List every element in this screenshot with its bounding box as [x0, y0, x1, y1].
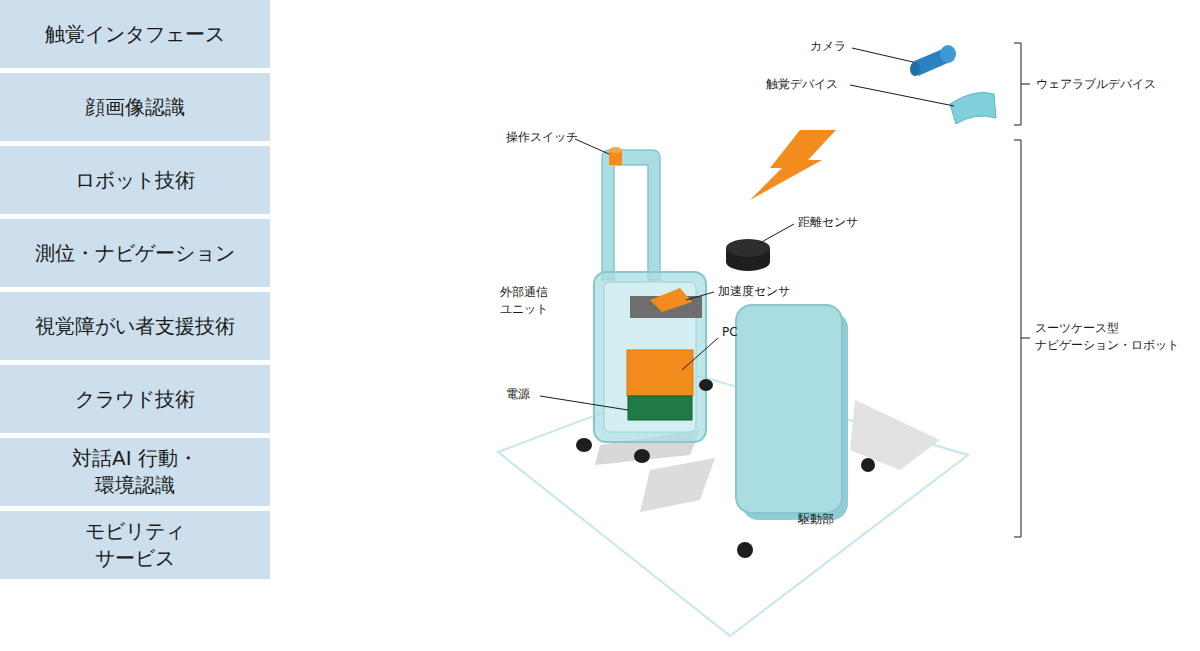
technology-box: 触覚インタフェース: [0, 0, 270, 68]
box-label: モビリティ サービス: [75, 518, 195, 572]
box-label: 触覚インタフェース: [45, 21, 225, 48]
box-label: クラウド技術: [75, 386, 195, 413]
part-label: ウェアラブルデバイス: [1036, 76, 1156, 93]
part-label: 触覚デバイス: [766, 76, 838, 93]
box-label: 測位・ナビゲーション: [35, 240, 235, 267]
leader-line: [540, 396, 628, 410]
drive-unit: [736, 305, 842, 513]
part-label: 駆動部: [798, 511, 834, 528]
wheel: [861, 458, 875, 472]
part-label: 加速度センサ: [718, 283, 790, 300]
technology-box: 視覚障がい者支援技術: [0, 292, 270, 360]
box-label: 対話AI 行動・環境認識: [60, 445, 210, 499]
shadow: [850, 400, 940, 470]
part-label: 操作スイッチ: [506, 129, 578, 146]
floor-plane: [498, 376, 968, 636]
box-label: 顔画像認識: [85, 94, 185, 121]
bracket: [1014, 43, 1030, 125]
part-label: 距離センサ: [798, 214, 858, 231]
technology-box: モビリティ サービス: [0, 511, 270, 579]
technology-box: クラウド技術: [0, 365, 270, 433]
camera: [910, 62, 920, 76]
accelerometer: [650, 288, 692, 312]
box-label: ロボット技術: [75, 167, 195, 194]
haptic-device: [950, 92, 996, 124]
part-label: PC: [722, 324, 738, 341]
box-label: 視覚障がい者支援技術: [35, 313, 235, 340]
leader-line: [682, 338, 718, 370]
wireless-lightning: [750, 130, 836, 200]
distance-sensor: [726, 239, 770, 257]
part-label: カメラ: [810, 38, 846, 55]
wheel: [576, 438, 592, 452]
wheel: [699, 379, 713, 391]
leader-line: [758, 224, 794, 244]
wheel: [737, 542, 753, 558]
suitcase-handle: [602, 150, 660, 280]
leader-line: [852, 48, 913, 62]
camera: [940, 45, 956, 63]
wheel: [634, 449, 650, 463]
technology-box: 測位・ナビゲーション: [0, 219, 270, 287]
part-label: 外部通信 ユニット: [500, 284, 570, 318]
technology-box: 対話AI 行動・環境認識: [0, 438, 270, 506]
leader-line: [686, 292, 714, 300]
suitcase-body: [594, 272, 706, 442]
technology-box: ロボット技術: [0, 146, 270, 214]
power-box: [628, 396, 692, 420]
leader-line: [850, 85, 954, 106]
pc-box: [627, 350, 693, 396]
bracket: [1014, 140, 1030, 537]
shadow: [640, 458, 715, 512]
operation-switch: [609, 147, 622, 153]
part-label: 電源: [506, 386, 530, 403]
leader-line: [575, 139, 609, 154]
part-label: スーツケース型 ナビゲーション・ロボット: [1035, 320, 1195, 354]
technology-box: 顔画像認識: [0, 73, 270, 141]
